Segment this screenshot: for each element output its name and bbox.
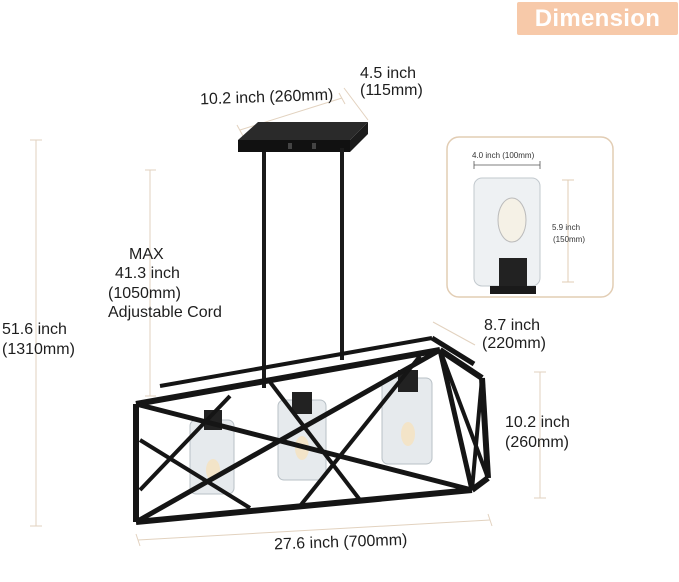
down-rods [262,148,344,388]
bulb-shades [189,370,433,495]
depth-mm-label: (220mm) [482,335,547,352]
frame-height-mm-label: (260mm) [505,434,570,451]
shade-height-mm-label: (150mm) [553,235,586,244]
dimension-badge: Dimension [517,2,678,35]
depth-label: 8.7 inch [484,317,541,334]
canopy [238,122,368,152]
dimension-guides [30,87,546,547]
shade-width-label: 4.0 inch (100mm) [472,151,535,160]
canopy-depth-mm-label: (115mm) [360,82,423,99]
frame-height-label: 10.2 inch [505,414,570,431]
total-height-label: 51.6 inch [2,321,67,338]
canopy-depth-label: 4.5 inch [360,65,417,82]
shade-detail-inset [446,136,614,298]
cord-inch-label: 41.3 inch [115,265,180,282]
cord-max-label: MAX [129,246,164,263]
cord-mm-label: (1050mm) [108,285,181,302]
cord-note-label: Adjustable Cord [108,304,222,321]
cage-frame [133,335,491,525]
total-height-mm-label: (1310mm) [2,341,75,358]
shade-height-label: 5.9 inch [552,223,581,232]
